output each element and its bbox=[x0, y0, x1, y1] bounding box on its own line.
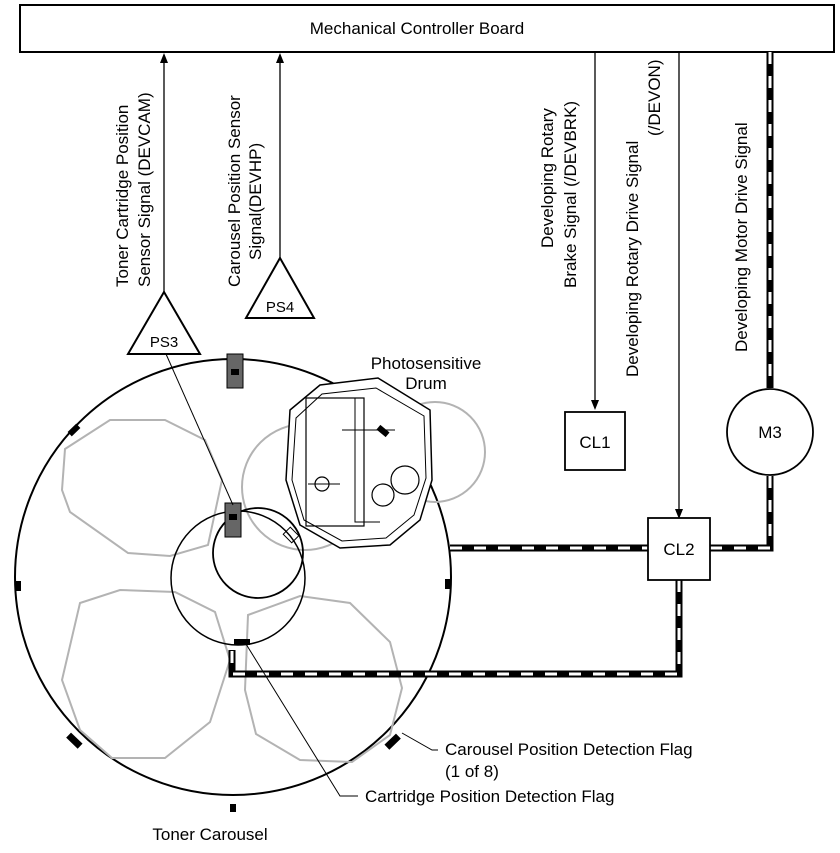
ps4-label: PS4 bbox=[266, 299, 294, 316]
cl1-label: CL1 bbox=[579, 433, 610, 452]
devcam-label-line2: Sensor Signal (DEVCAM) bbox=[135, 92, 154, 287]
carousel-flag bbox=[16, 581, 21, 591]
devcam-label-line1: Toner Cartridge Position bbox=[113, 105, 132, 287]
devhp-label-line1: Carousel Position Sensor bbox=[225, 95, 244, 287]
ps3-sensor-block bbox=[224, 502, 242, 538]
carousel-flag-leader bbox=[401, 732, 438, 751]
cl1-clutch: CL1 bbox=[564, 411, 626, 471]
carousel-flag bbox=[67, 423, 81, 437]
cartridge-flag-leader bbox=[245, 643, 358, 797]
ps3-sensor: PS3 bbox=[126, 290, 202, 355]
carousel-flag bbox=[445, 579, 450, 589]
toner-carousel-label: Toner Carousel bbox=[152, 825, 267, 844]
board-label: Mechanical Controller Board bbox=[310, 19, 525, 38]
cartridge-outline-lower-right bbox=[243, 594, 404, 764]
ps4-sensor: PS4 bbox=[244, 255, 316, 319]
motor-signal-label: Developing Motor Drive Signal bbox=[732, 122, 751, 352]
cartridge-outline-lower-left bbox=[60, 588, 232, 759]
cartridge-flag-label: Cartridge Position Detection Flag bbox=[365, 787, 614, 806]
devcam-signal-label: Toner Cartridge Position Sensor Signal (… bbox=[113, 92, 154, 287]
carousel-flag bbox=[230, 804, 236, 812]
cartridge-position-flag bbox=[234, 639, 250, 645]
devhp-signal-label: Carousel Position Sensor Signal(DEVHP) bbox=[225, 95, 265, 287]
devbrk-label-line2: Brake Signal (/DEVBRK) bbox=[561, 101, 580, 288]
drum-label-line2: Drum bbox=[405, 374, 447, 393]
m3-motor: M3 bbox=[726, 388, 814, 476]
devhp-label-line2: Signal(DEVHP) bbox=[246, 143, 265, 260]
devbrk-label-line1: Developing Rotary bbox=[538, 108, 557, 248]
m3-label: M3 bbox=[758, 423, 782, 442]
carousel-flag bbox=[384, 733, 401, 750]
mechanical-controller-board: Mechanical Controller Board bbox=[19, 4, 835, 53]
devon-label-line1: Developing Rotary Drive Signal bbox=[623, 141, 642, 377]
motor-label: Developing Motor Drive Signal bbox=[732, 122, 751, 352]
ps4-sensor-block bbox=[226, 353, 244, 389]
devbrk-signal-label: Developing Rotary Brake Signal (/DEVBRK) bbox=[538, 101, 580, 288]
carousel-flag bbox=[66, 732, 83, 749]
carousel-flag-label-line1: Carousel Position Detection Flag bbox=[445, 740, 693, 759]
devon-label-line2: (/DEVON) bbox=[645, 60, 664, 137]
ps3-label: PS3 bbox=[150, 334, 178, 351]
photosensitive-drum-housing bbox=[282, 377, 433, 549]
ps3-leader-line bbox=[165, 353, 234, 506]
drum-label-line1: Photosensitive bbox=[371, 354, 482, 373]
drive-train-lines bbox=[228, 52, 774, 678]
cl2-clutch: CL2 bbox=[647, 517, 711, 581]
cartridge-outline-upper-left bbox=[60, 419, 224, 558]
inner-carousel-circle-inner bbox=[212, 507, 304, 599]
photosensitive-drum-label: Photosensitive Drum bbox=[371, 354, 482, 393]
cl2-label: CL2 bbox=[663, 540, 694, 559]
carousel-flag-label-line2: (1 of 8) bbox=[445, 762, 499, 781]
drum-flag bbox=[376, 424, 390, 438]
devon-signal-label: Developing Rotary Drive Signal (/DEVON) bbox=[623, 60, 664, 378]
carousel-flag-label: Carousel Position Detection Flag (1 of 8… bbox=[445, 740, 693, 781]
